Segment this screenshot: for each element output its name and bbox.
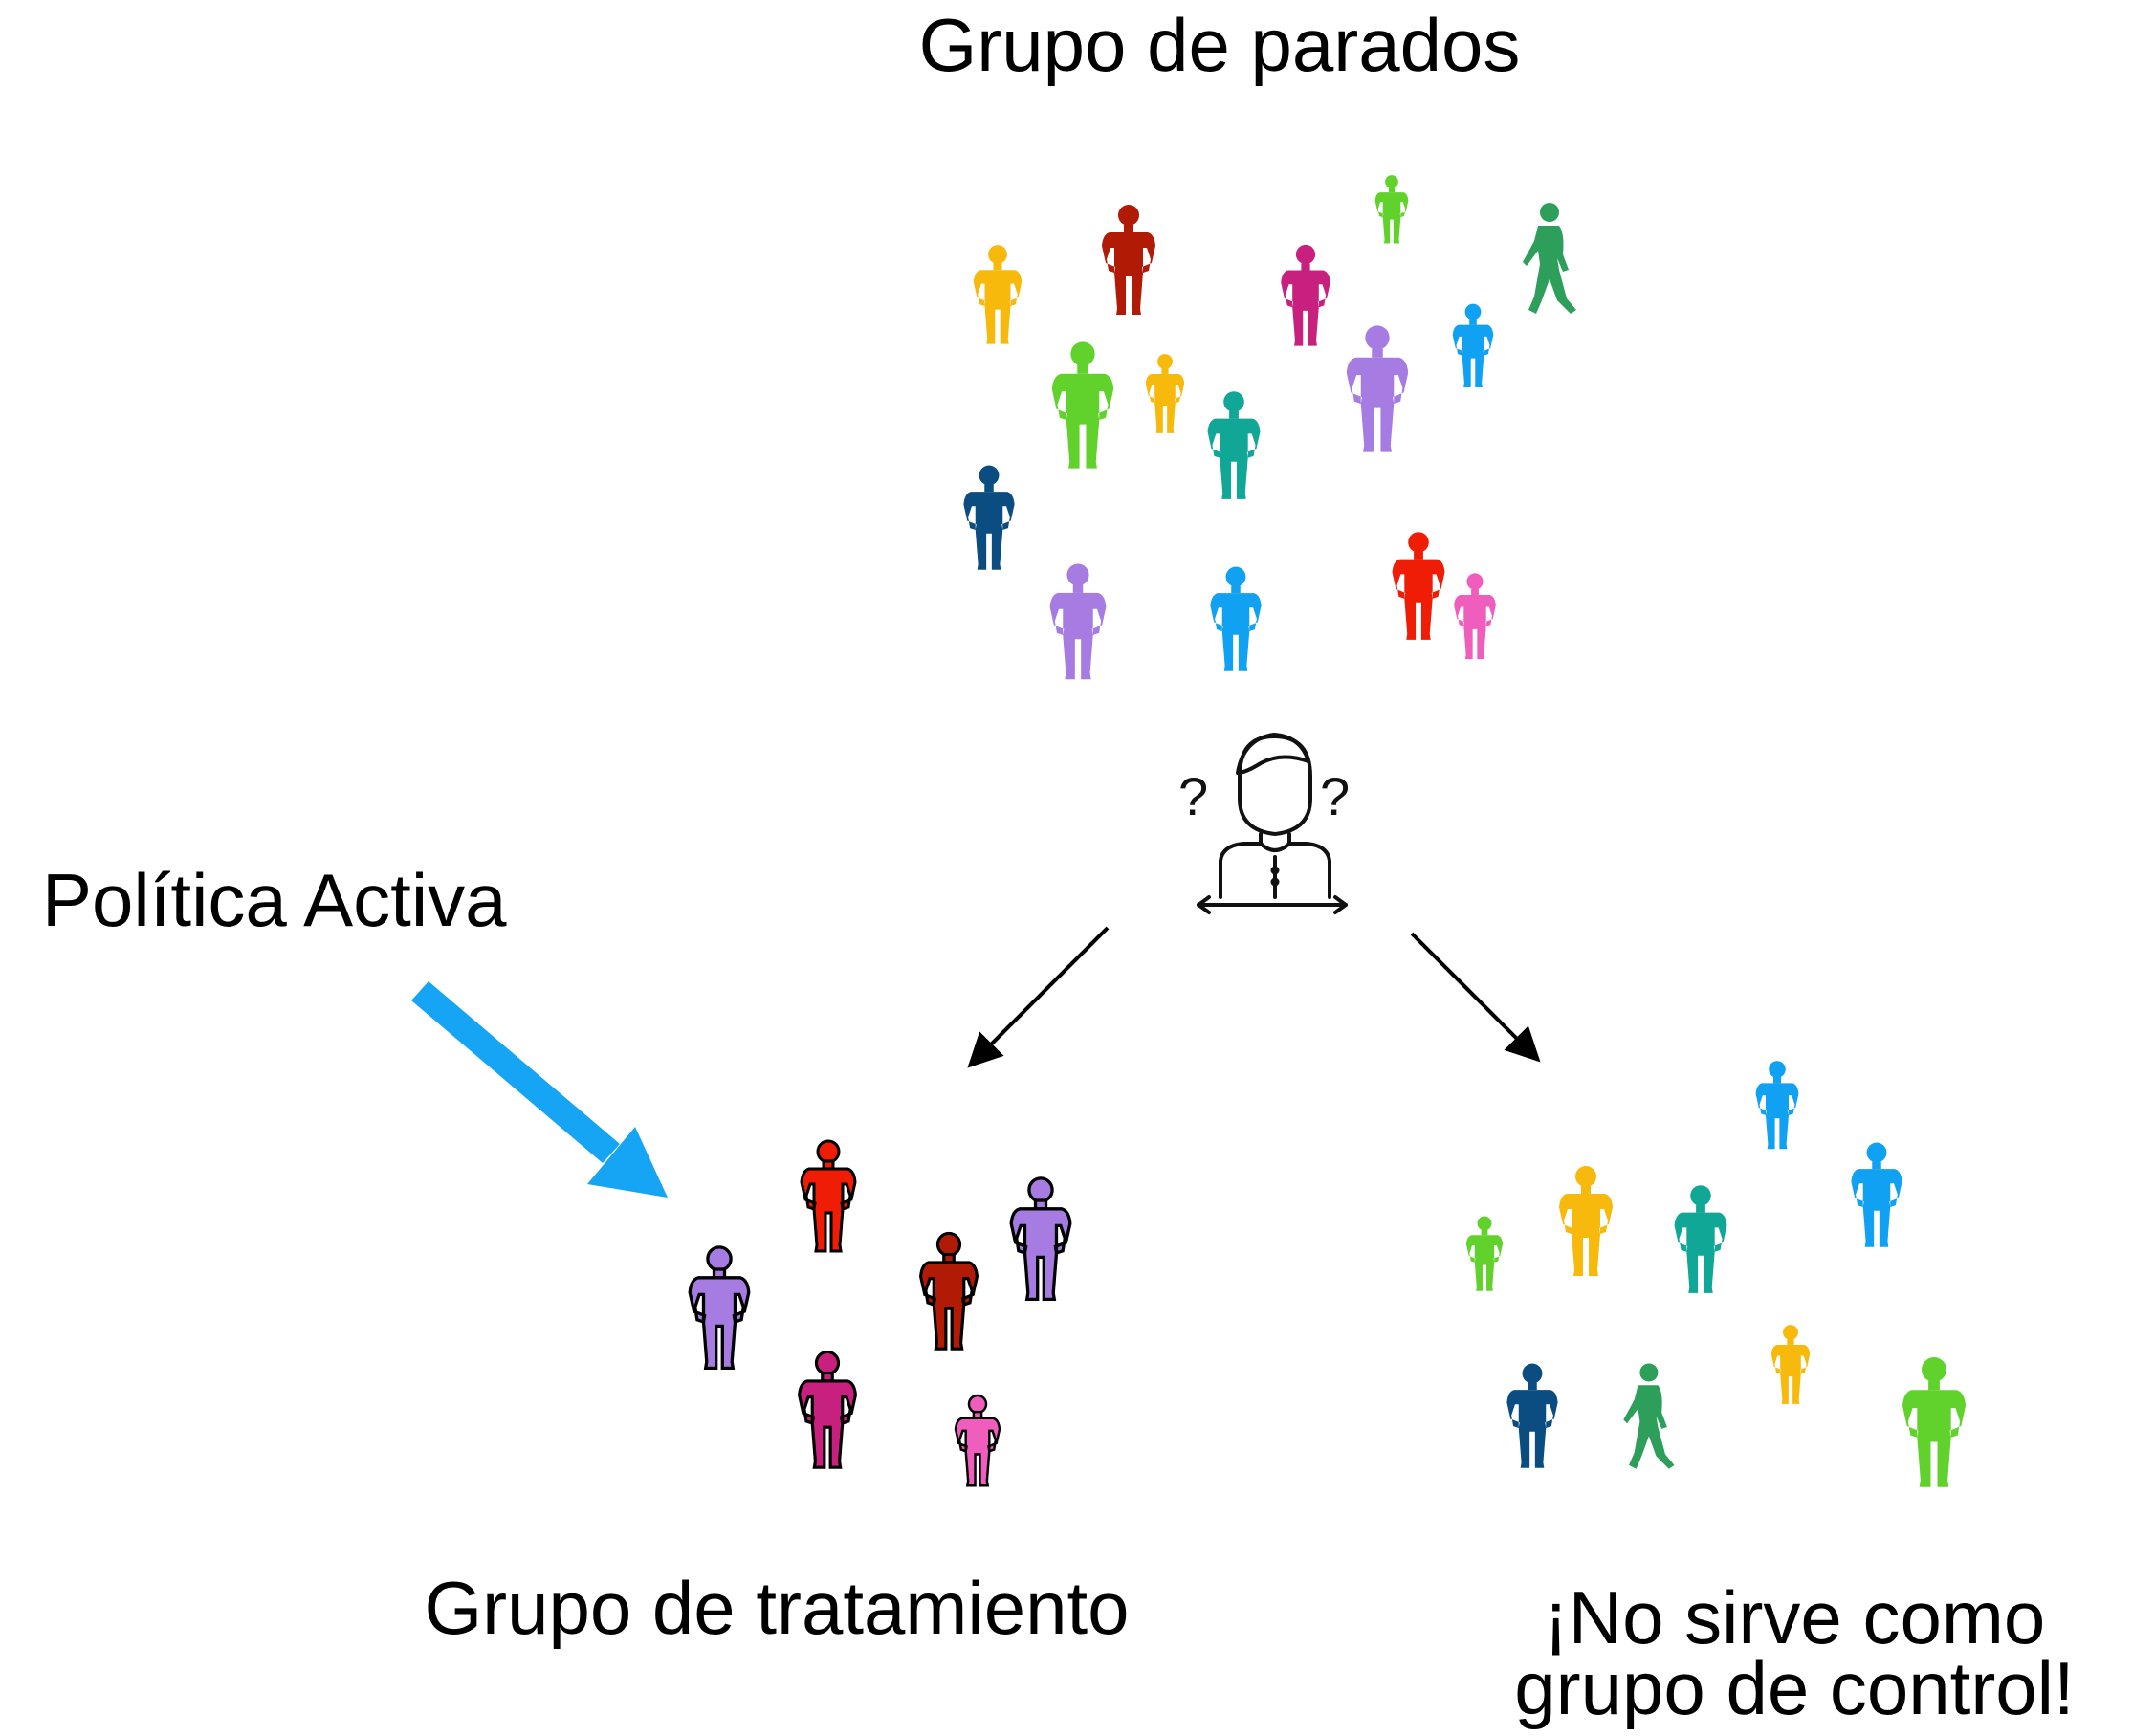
arrow-to-treatment [967,926,1110,1068]
person-icon [1559,1166,1613,1276]
person-icon [1102,205,1155,315]
svg-text:?: ? [1320,766,1350,826]
person-icon [1454,573,1496,660]
person-icon [954,1394,1001,1487]
question-mark-icon: ? ? [1178,766,1350,826]
person-icon [798,1350,857,1469]
person-icon [1851,1142,1902,1247]
person-icon [973,245,1023,344]
control-group-label-line2: grupo de control! [1514,1646,2074,1730]
unemployed-group-title: Grupo de parados [919,3,1521,87]
person-icon [688,1245,751,1371]
person-icon [1207,391,1261,499]
treatment-group [688,1139,1072,1487]
control-group [1465,1061,1967,1487]
person-icon [1392,532,1445,640]
person-icon [1281,244,1330,346]
person-icon [1902,1357,1967,1487]
person-icon [1210,566,1262,671]
person-icon [963,465,1015,570]
arrow-to-control [1410,932,1541,1063]
person-icon [1009,1176,1072,1302]
confused-person-icon [1197,733,1348,914]
person-icon [919,1231,979,1351]
person-icon [1755,1061,1799,1150]
unemployed-group [963,175,1576,680]
person-icon [1623,1363,1675,1469]
treatment-group-label: Grupo de tratamiento [424,1566,1129,1650]
svg-text:?: ? [1178,766,1208,826]
control-group-label-line1: ¡No sirve como [1544,1575,2045,1659]
policy-label: Política Activa [42,858,507,942]
person-icon [1506,1363,1558,1468]
person-icon [1374,175,1409,244]
person-icon [800,1139,857,1253]
person-icon [1523,203,1576,314]
person-icon [1145,354,1185,433]
policy-arrow [411,981,668,1198]
person-icon [1674,1185,1727,1293]
person-icon [1452,303,1494,388]
person-icon [1465,1216,1504,1291]
person-icon [1051,341,1114,469]
person-icon [1049,563,1107,680]
person-icon [1770,1325,1811,1404]
person-icon [1346,325,1409,452]
